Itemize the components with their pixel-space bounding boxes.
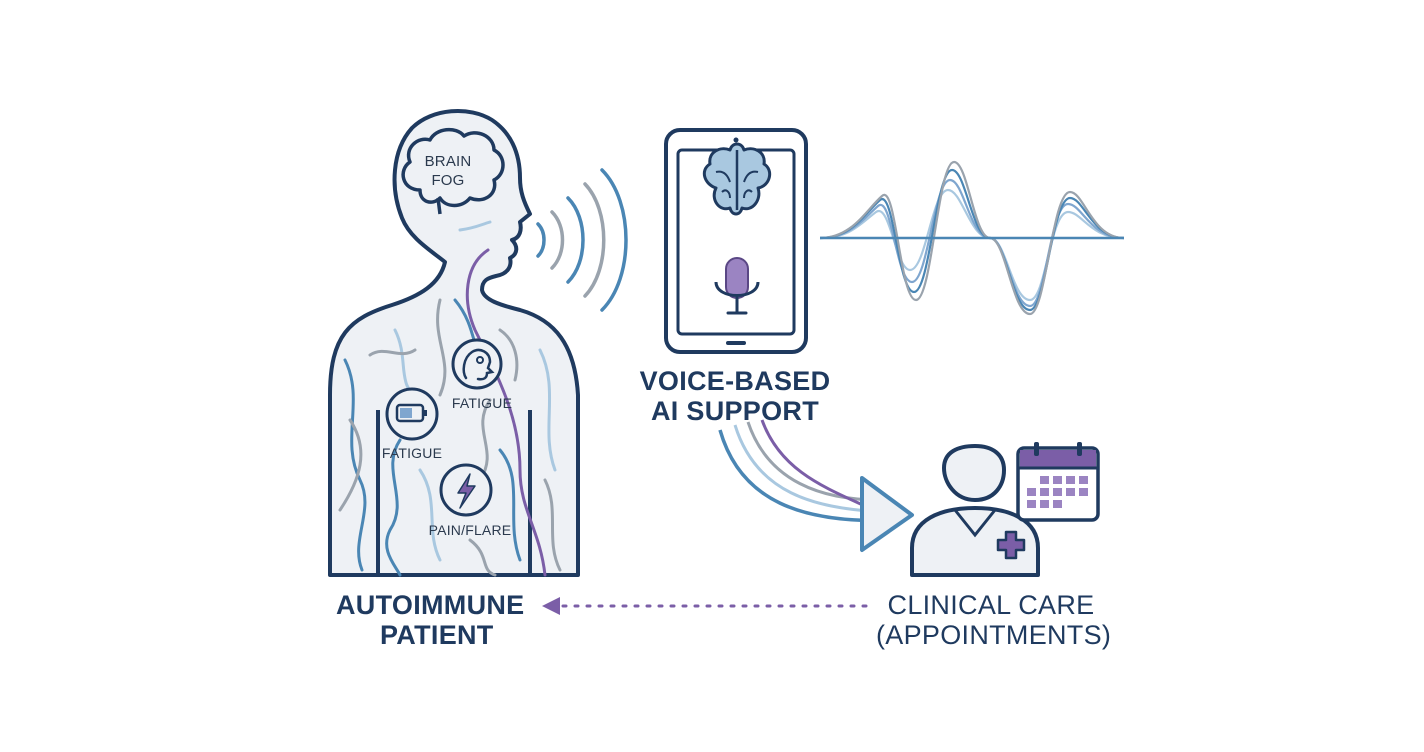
microphone-icon xyxy=(714,257,760,315)
voice-ai-label-line2: AI SUPPORT xyxy=(650,396,820,426)
arrow-head xyxy=(860,476,914,552)
ai-to-clinic-arrows xyxy=(718,419,914,552)
patient-label-line2: PATIENT xyxy=(380,620,494,650)
fatigue-upper-label: FATIGUE xyxy=(451,395,513,411)
voice-ai-support-label: VOICE-BASED AI SUPPORT xyxy=(630,366,840,426)
calendar-icon xyxy=(1016,442,1100,522)
tablet-device xyxy=(664,128,808,354)
lightning-icon xyxy=(439,463,493,517)
brain-fog-label-line1: BRAIN xyxy=(424,153,472,170)
patient-label-line1: AUTOIMMUNE xyxy=(336,590,525,620)
fatigue-lower-label: FATIGUE xyxy=(381,445,443,461)
audio-waveform xyxy=(819,160,1125,316)
pain-flare-label: PAIN/FLARE xyxy=(428,522,512,538)
return-arrow xyxy=(542,597,868,615)
clinician-figure xyxy=(910,443,1040,577)
voice-ai-label-line1: VOICE-BASED xyxy=(639,366,831,396)
medical-cross-icon xyxy=(996,530,1026,560)
clinical-label-line1: CLINICAL CARE xyxy=(887,590,1095,620)
patient-figure xyxy=(328,109,580,577)
ai-brain-icon xyxy=(702,142,772,216)
voice-waves xyxy=(536,168,628,312)
fatigue-head-icon xyxy=(451,338,503,390)
brain-fog-label: BRAIN FOG xyxy=(418,152,478,190)
clinical-label-line2: (APPOINTMENTS) xyxy=(876,620,1112,650)
brain-fog-icon xyxy=(401,127,505,215)
battery-icon xyxy=(385,387,439,441)
clinical-care-label: CLINICAL CARE (APPOINTMENTS) xyxy=(876,590,1112,650)
brain-fog-label-line2: FOG xyxy=(431,172,465,189)
clinician-head xyxy=(941,443,1007,503)
autoimmune-patient-label: AUTOIMMUNE PATIENT xyxy=(336,590,536,650)
